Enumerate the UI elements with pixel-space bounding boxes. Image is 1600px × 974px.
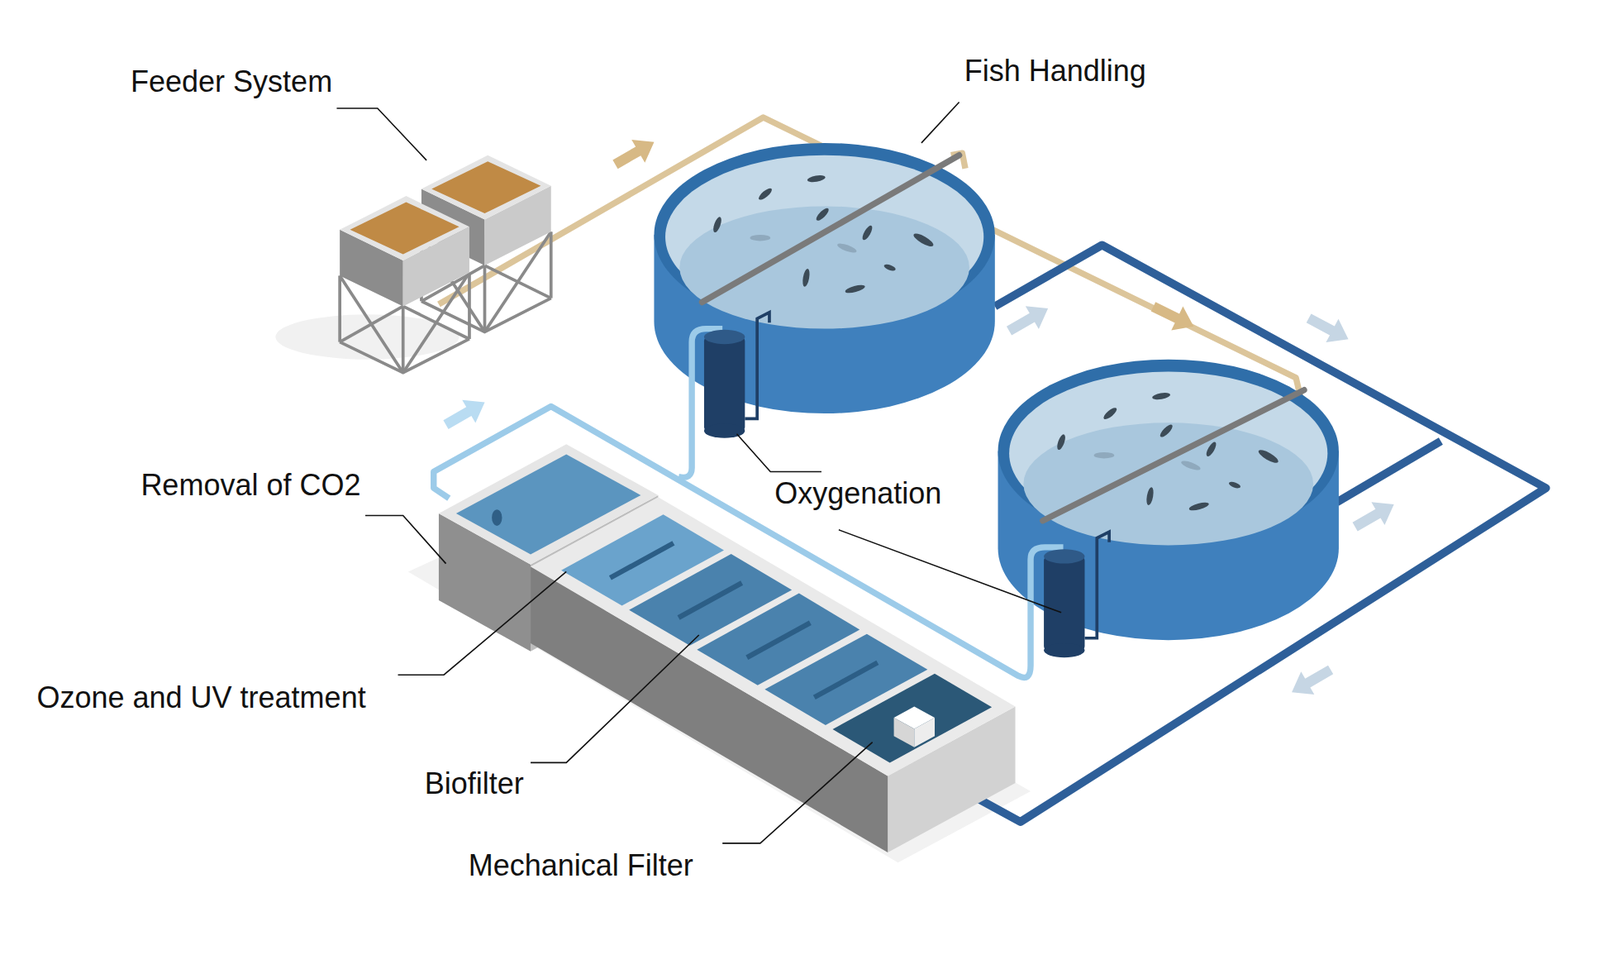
part-label: Fish Handling: [964, 52, 1147, 89]
part-label: Oxygenation: [774, 475, 942, 511]
part-label: Biofilter: [424, 765, 524, 801]
part-label: Removal of CO2: [140, 466, 361, 503]
part-label: Ozone and UV treatment: [36, 679, 366, 715]
part-label: Feeder System: [130, 63, 333, 100]
part-label: Mechanical Filter: [468, 847, 694, 883]
